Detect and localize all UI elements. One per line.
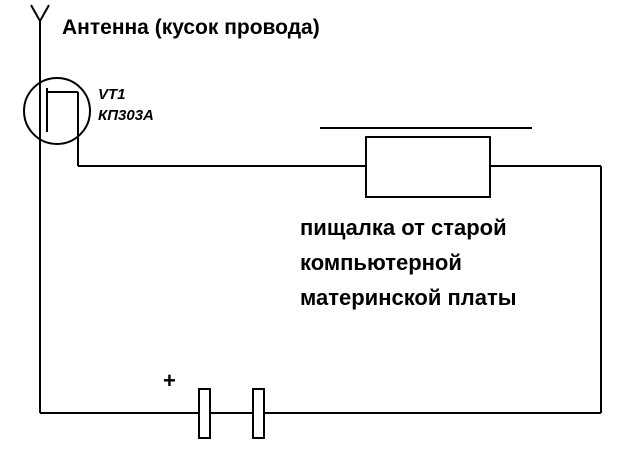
- buzzer-symbol: [320, 127, 532, 198]
- transistor-model: КП303А: [98, 107, 154, 124]
- battery-plus-label: +: [163, 368, 176, 393]
- buzzer-label: пищалка от старой компьютерной материнск…: [300, 210, 517, 315]
- transistor-label: VT1 КП303А: [98, 84, 154, 126]
- transistor-symbol: [23, 77, 91, 166]
- battery-cell-1: [198, 388, 211, 439]
- transistor-designator: VT1: [98, 86, 126, 103]
- buzzer-label-line-3: материнской платы: [300, 285, 517, 310]
- buzzer-body: [365, 136, 491, 198]
- wire-buzzer-to-right: [490, 165, 602, 413]
- battery-cell-2: [252, 388, 265, 439]
- transistor-body: [23, 77, 91, 145]
- antenna-label: Антенна (кусок провода): [62, 16, 320, 39]
- battery-symbol: [40, 388, 601, 439]
- antenna-icon: [30, 4, 50, 80]
- buzzer-label-line-1: пищалка от старой: [300, 215, 507, 240]
- buzzer-label-line-2: компьютерной: [300, 250, 462, 275]
